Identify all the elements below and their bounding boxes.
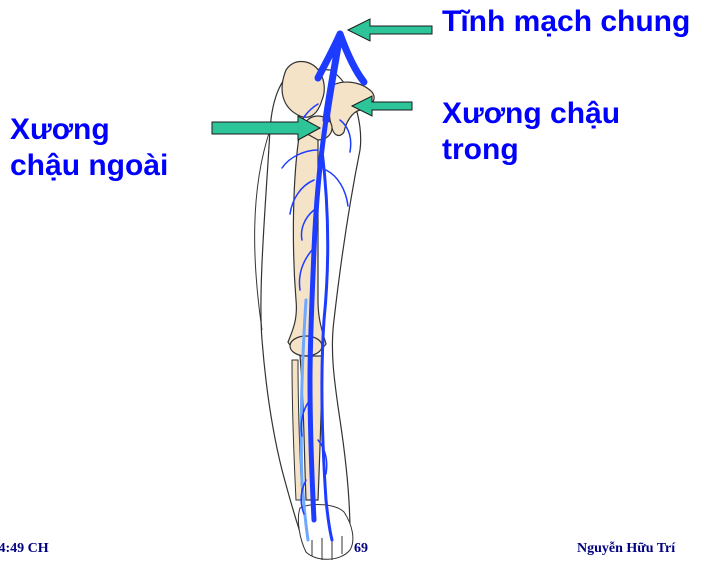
arrow-right-icon — [212, 116, 320, 140]
external-iliac-label-line2: chậu ngoài — [10, 148, 168, 184]
external-iliac-label-line1: Xương — [10, 112, 168, 148]
knee-cap — [290, 336, 322, 356]
footer-page-number: 69 — [354, 540, 368, 558]
internal-iliac-label-line2: trong — [442, 132, 620, 168]
internal-iliac-label: Xương chậu trong — [442, 96, 620, 168]
common-iliac-vein-label: Tĩnh mạch chung — [442, 4, 690, 40]
footer-time: 0 4:49 CH — [0, 540, 49, 558]
arrow-left-icon — [348, 19, 432, 41]
footer-author: Nguyễn Hữu Trí — [577, 540, 675, 558]
internal-iliac-label-line1: Xương chậu — [442, 96, 620, 132]
external-iliac-label: Xương chậu ngoài — [10, 112, 168, 184]
